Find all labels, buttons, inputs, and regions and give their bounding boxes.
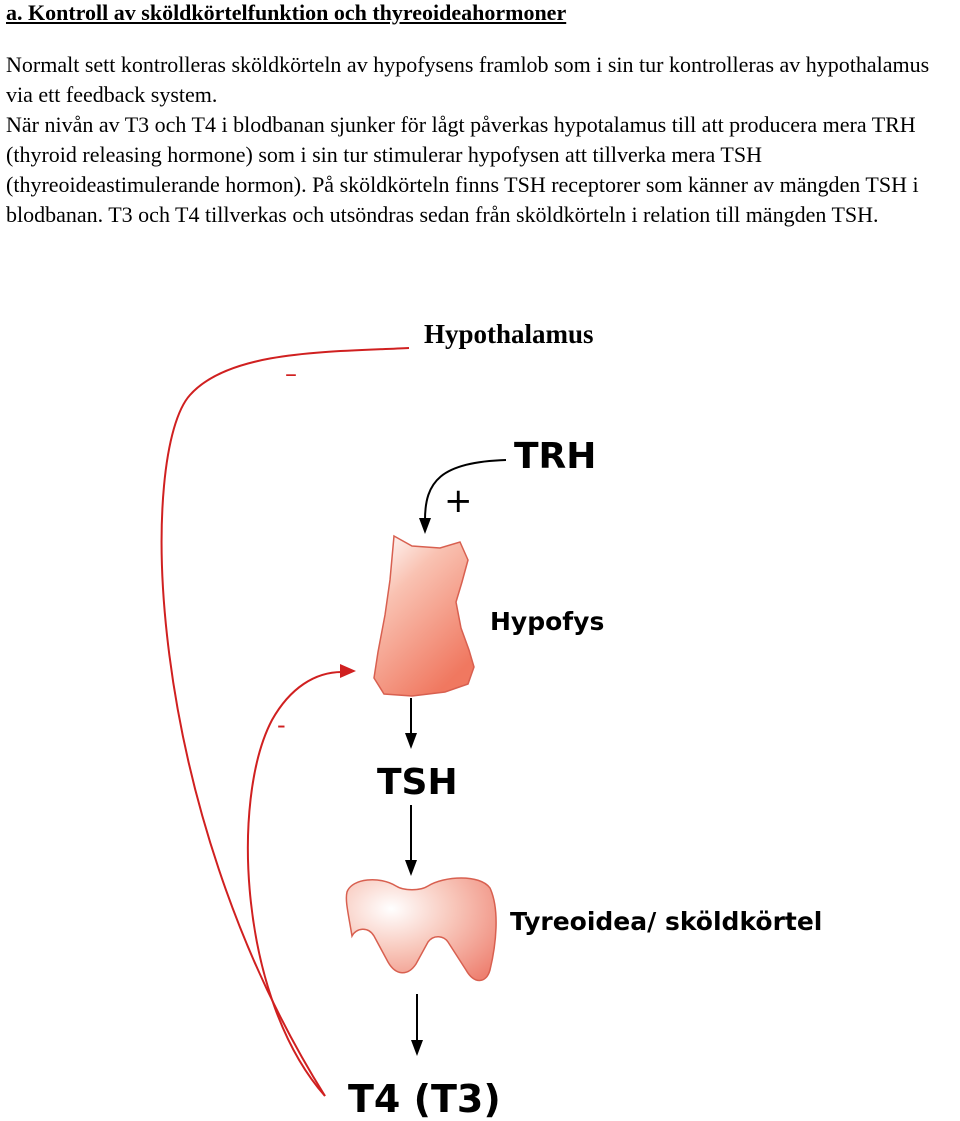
trh-arrow-line: [424, 459, 507, 521]
trh-arrowhead: [419, 518, 431, 534]
inhibition-sign-outer: –: [285, 360, 297, 388]
mechanism-paragraph: När nivån av T3 och T4 i blodbanan sjunk…: [6, 112, 919, 227]
intro-paragraph: Normalt sett kontrolleras sköldkörteln a…: [6, 52, 930, 107]
inhibition-sign-inner: -: [277, 711, 286, 739]
tyreoidea-label: Tyreoidea/ sköldkörtel: [510, 907, 822, 936]
tsh-label: TSH: [377, 762, 458, 803]
thyroid-gland-shape: [345, 877, 497, 982]
section-heading: a. Kontroll av sköldkörtelfunktion och t…: [6, 0, 567, 25]
hypofys-label: Hypofys: [490, 607, 604, 636]
hypofys-to-tsh-arrowhead: [405, 733, 417, 749]
hypothalamus-label: Hypothalamus: [424, 319, 594, 349]
stimulation-sign: +: [444, 481, 473, 521]
pituitary-gland-shape: [373, 534, 475, 697]
feedback-arrowhead: [340, 664, 356, 678]
trh-label: TRH: [514, 436, 596, 477]
short-feedback-line: [246, 671, 343, 1097]
long-feedback-line: [160, 347, 410, 1097]
tsh-to-thyroid-arrowhead: [405, 860, 417, 876]
thyroid-to-t4-arrowhead: [411, 1040, 423, 1056]
t4-t3-label: T4 (T3): [348, 1077, 501, 1121]
